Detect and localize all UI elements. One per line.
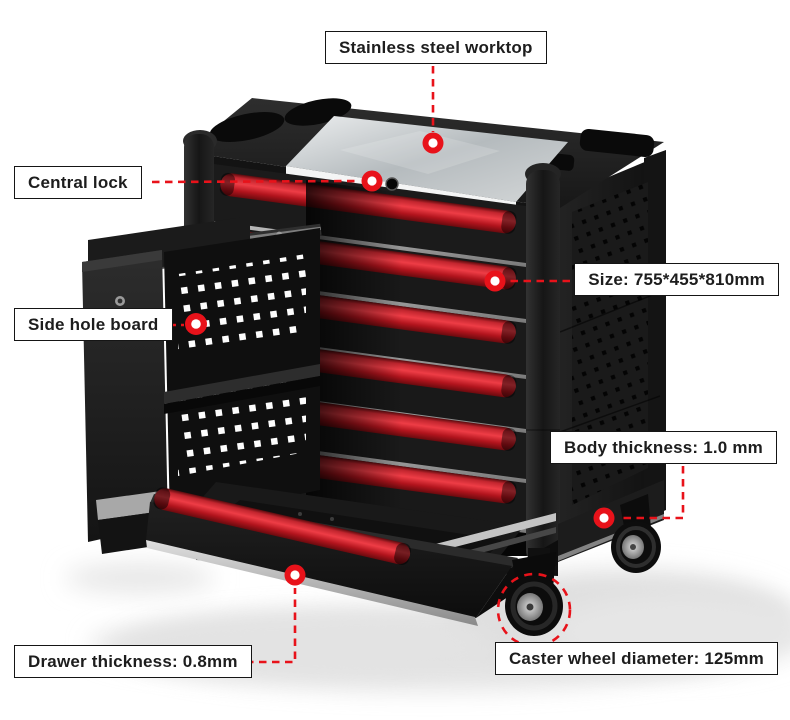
callout-dot	[361, 170, 383, 192]
callout-dot	[185, 313, 207, 335]
open-drawer	[146, 482, 558, 626]
caster-wheel-front	[505, 548, 563, 636]
callout-label-side-hole-board: Side hole board	[14, 308, 173, 341]
callout-label-size: Size: 755*455*810mm	[574, 263, 779, 296]
callout-dot	[284, 564, 306, 586]
callout-dot	[422, 132, 444, 154]
central-lock-keyhole	[385, 177, 399, 191]
caster-highlight-circle	[496, 572, 572, 648]
caster-wheel-rear	[611, 494, 661, 573]
callout-label-central-lock: Central lock	[14, 166, 142, 199]
callout-label-drawer-thickness: Drawer thickness: 0.8mm	[14, 645, 252, 678]
callout-label-worktop: Stainless steel worktop	[325, 31, 547, 64]
callout-dot	[484, 270, 506, 292]
callout-label-body-thickness: Body thickness: 1.0 mm	[549, 431, 777, 464]
side-hole-board	[164, 228, 320, 520]
callout-dots	[185, 132, 615, 586]
callout-label-caster-wheel: Caster wheel diameter: 125mm	[494, 642, 778, 675]
casters	[505, 494, 661, 636]
open-drawer-handle	[153, 487, 411, 565]
callout-dot	[593, 507, 615, 529]
